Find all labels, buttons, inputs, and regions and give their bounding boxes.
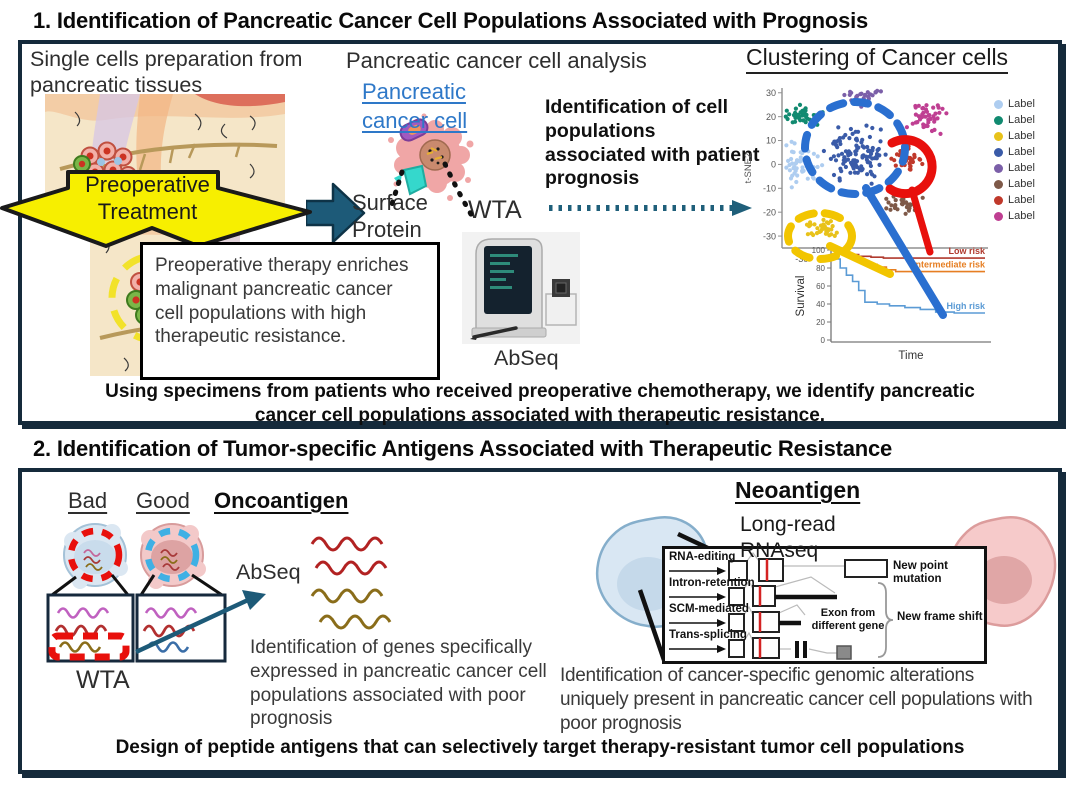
- legend-dot-icon: [994, 163, 1003, 173]
- legend-dot-icon: [994, 195, 1003, 205]
- dotted-arrow-icon: [549, 200, 752, 216]
- legend-item: Label: [994, 208, 1035, 224]
- good-label: Good: [136, 488, 190, 513]
- oncoantigen-heading: Oncoantigen: [214, 488, 349, 513]
- svg-text:Intermediate risk: Intermediate risk: [913, 260, 986, 270]
- wta-label: WTA: [468, 196, 522, 224]
- mechanism-row-label: RNA-editing: [669, 551, 736, 563]
- legend-item: Label: [994, 176, 1035, 192]
- preoperative-treatment-arrow: [0, 170, 312, 248]
- abseq-label: AbSeq: [494, 346, 559, 370]
- legend-item: Label: [994, 160, 1035, 176]
- mechanism-row-label: Trans-splicing: [669, 629, 747, 641]
- neoantigen-mechanism-graphics: [669, 552, 894, 660]
- red-dashed-highlight: [48, 632, 130, 661]
- good-cell: [140, 523, 206, 589]
- legend-dot-icon: [994, 179, 1003, 189]
- svg-text:Time: Time: [898, 350, 923, 362]
- mechanism-row-label: Intron-retention: [669, 577, 755, 589]
- treatment-arrow-label: Preoperative Treatment: [85, 172, 210, 224]
- svg-text:High risk: High risk: [946, 301, 986, 311]
- legend-dot-icon: [994, 211, 1003, 221]
- svg-text:-30: -30: [763, 231, 776, 241]
- analysis-heading: Pancreatic cancer cell analysis: [346, 48, 647, 73]
- abseq-arrow-icon: [135, 590, 266, 655]
- section1-footer: Using specimens from patients who receiv…: [105, 381, 975, 426]
- clustering-heading: Clustering of Cancer cells: [746, 44, 1009, 74]
- oncoantigen-description: Identification of genes specifically exp…: [250, 637, 547, 730]
- svg-text:60: 60: [816, 282, 825, 291]
- legend-dot-icon: [994, 99, 1003, 109]
- svg-text:20: 20: [816, 318, 825, 327]
- abseq-machine-image: [462, 232, 580, 344]
- identification-text: Identification of cell populations assoc…: [545, 96, 760, 190]
- svg-text:-20: -20: [763, 207, 776, 217]
- svg-text:Low risk: Low risk: [948, 246, 986, 256]
- abseq-label-2: AbSeq: [236, 560, 301, 584]
- legend-item: Label: [994, 192, 1035, 208]
- svg-text:0: 0: [771, 160, 776, 170]
- svg-text:20: 20: [766, 112, 776, 122]
- bad-label: Bad: [68, 488, 108, 513]
- legend-dot-icon: [994, 147, 1003, 157]
- single-cells-heading: Single cells preparation from pancreatic…: [30, 47, 303, 98]
- blue-dashed-ring: [144, 527, 200, 583]
- cell-pointer-dashes: [389, 161, 475, 219]
- longread-rnaseq-label: Long-read RNAseq: [740, 513, 836, 563]
- mechanism-row-label: SCM-mediated: [669, 603, 749, 615]
- red-dashed-ring: [67, 527, 123, 583]
- scatter-points: [783, 88, 949, 238]
- legend-item: Label: [994, 112, 1035, 128]
- section2-title: 2. Identification of Tumor-specific Anti…: [33, 436, 893, 461]
- annotation-new-point-mutation: New point mutation: [893, 560, 948, 586]
- legend-item: Label: [994, 128, 1035, 144]
- svg-text:Survival: Survival: [795, 276, 807, 317]
- bad-cell: [63, 523, 128, 589]
- legend-dot-icon: [994, 115, 1003, 125]
- annotation-new-frame-shift: New frame shift: [897, 611, 983, 623]
- preoperative-note-box: Preoperative therapy enriches malignant …: [140, 242, 440, 380]
- neoantigen-mechanism-box: RNA-editing Intron-retention SCM-mediate…: [662, 546, 987, 664]
- svg-text:t-SNE2: t-SNE2: [743, 153, 754, 184]
- clustering-heading-wrap: Clustering of Cancer cells: [746, 44, 1009, 74]
- bad-good-cells-figure: [46, 523, 227, 663]
- frameshift-brace: [877, 582, 894, 658]
- annotation-exon-different-gene: Exon from different gene: [811, 607, 885, 632]
- wta-label-2: WTA: [76, 666, 130, 694]
- svg-text:40: 40: [816, 300, 825, 309]
- pancreatic-cancer-cell-link[interactable]: Pancreatic cancer cell: [362, 79, 468, 133]
- oncoantigen-genes-figure: [310, 536, 392, 630]
- svg-text:30: 30: [766, 88, 776, 98]
- preoperative-note-text: Preoperative therapy enriches malignant …: [155, 255, 409, 348]
- svg-text:0: 0: [821, 336, 826, 345]
- neoantigen-description: Identification of cancer-specific genomi…: [560, 665, 1033, 734]
- flow-arrow-icon: [306, 182, 366, 244]
- neoantigen-heading: Neoantigen: [735, 477, 861, 503]
- svg-text:10: 10: [766, 136, 776, 146]
- svg-text:80: 80: [816, 264, 825, 273]
- section2-footer: Design of peptide antigens that can sele…: [115, 737, 965, 758]
- surface-protein-label: Surface Protein: [352, 190, 428, 242]
- legend-item: Label: [994, 96, 1035, 112]
- svg-text:-10: -10: [763, 183, 776, 193]
- legend-dot-icon: [994, 131, 1003, 141]
- wta-box-bad: [46, 593, 135, 663]
- svg-text:100: 100: [812, 246, 826, 255]
- section1-title: 1. Identification of Pancreatic Cancer C…: [33, 8, 869, 33]
- legend-item: Label: [994, 144, 1035, 160]
